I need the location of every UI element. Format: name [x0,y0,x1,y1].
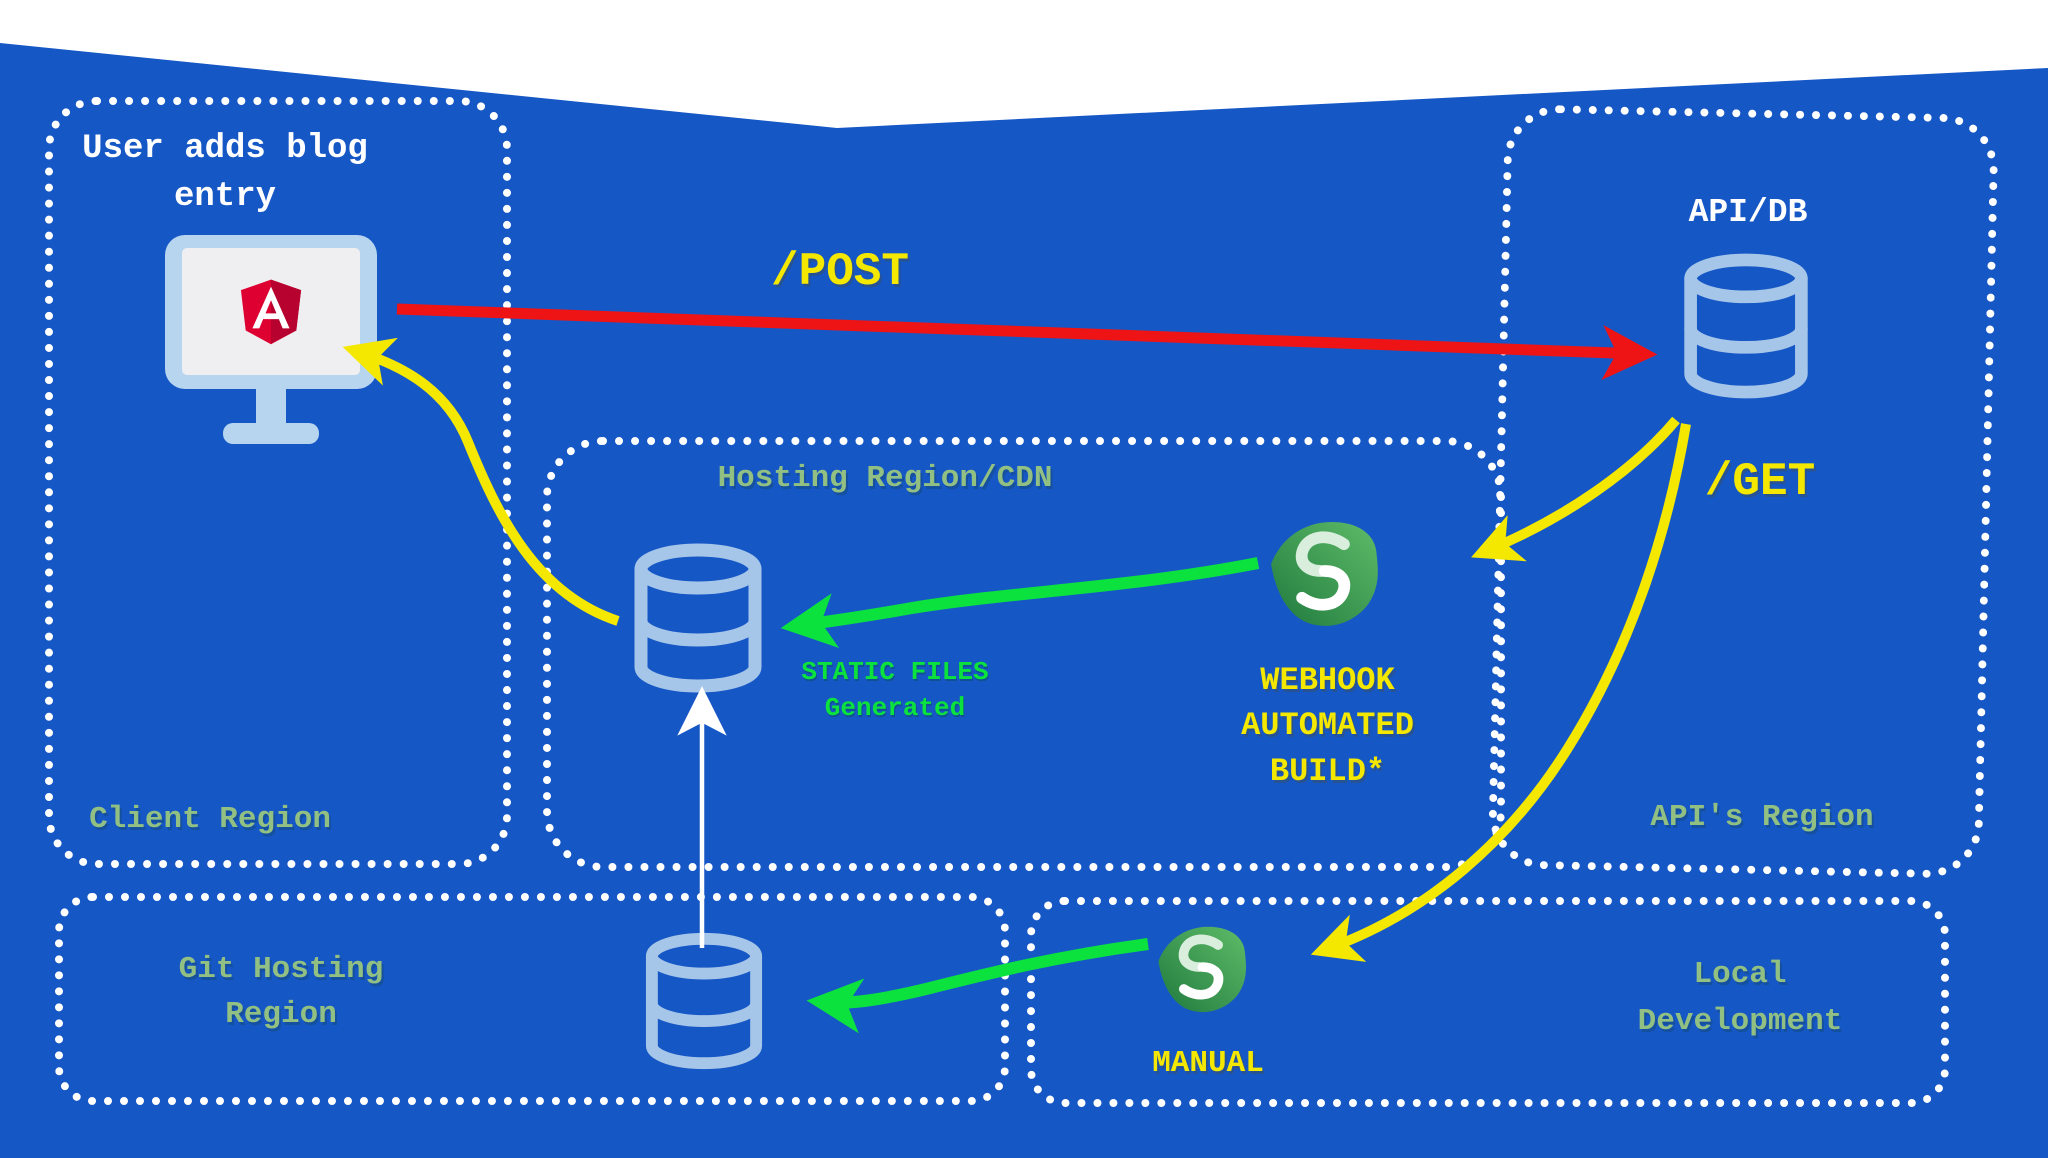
hosting-database-icon [634,543,762,693]
scully-logo-icon [1158,926,1247,1013]
static-files-annotation: STATIC FILES Generated [760,655,1030,727]
get-annotation: /GET [1704,456,1816,508]
monitor-stand [256,387,286,427]
api-database-icon [1684,253,1808,399]
region-local-label: Local Development [1637,957,1843,1039]
monitor-icon [165,235,379,444]
manual-annotation: MANUAL [1152,1046,1264,1081]
post-annotation: /POST [770,246,910,298]
scully-logo-icon [1271,522,1378,626]
static-files-line2: Generated [824,692,966,723]
monitor-base [223,423,319,444]
webhook-annotation: WEBHOOK AUTOMATED BUILD* [1241,662,1414,790]
region-hosting-label: Hosting Region/CDN [717,461,1053,496]
client-caption: User adds blog entry [82,130,368,216]
region-client-label: Client Region [89,802,331,837]
region-api-label: API's Region [1650,800,1874,835]
angular-logo-icon [240,279,302,345]
api-db-label: API/DB [1688,194,1808,231]
static-files-line1: STATIC FILES [801,657,989,687]
git-database-icon [645,932,763,1070]
region-git-label: Git Hosting Region [178,952,384,1032]
